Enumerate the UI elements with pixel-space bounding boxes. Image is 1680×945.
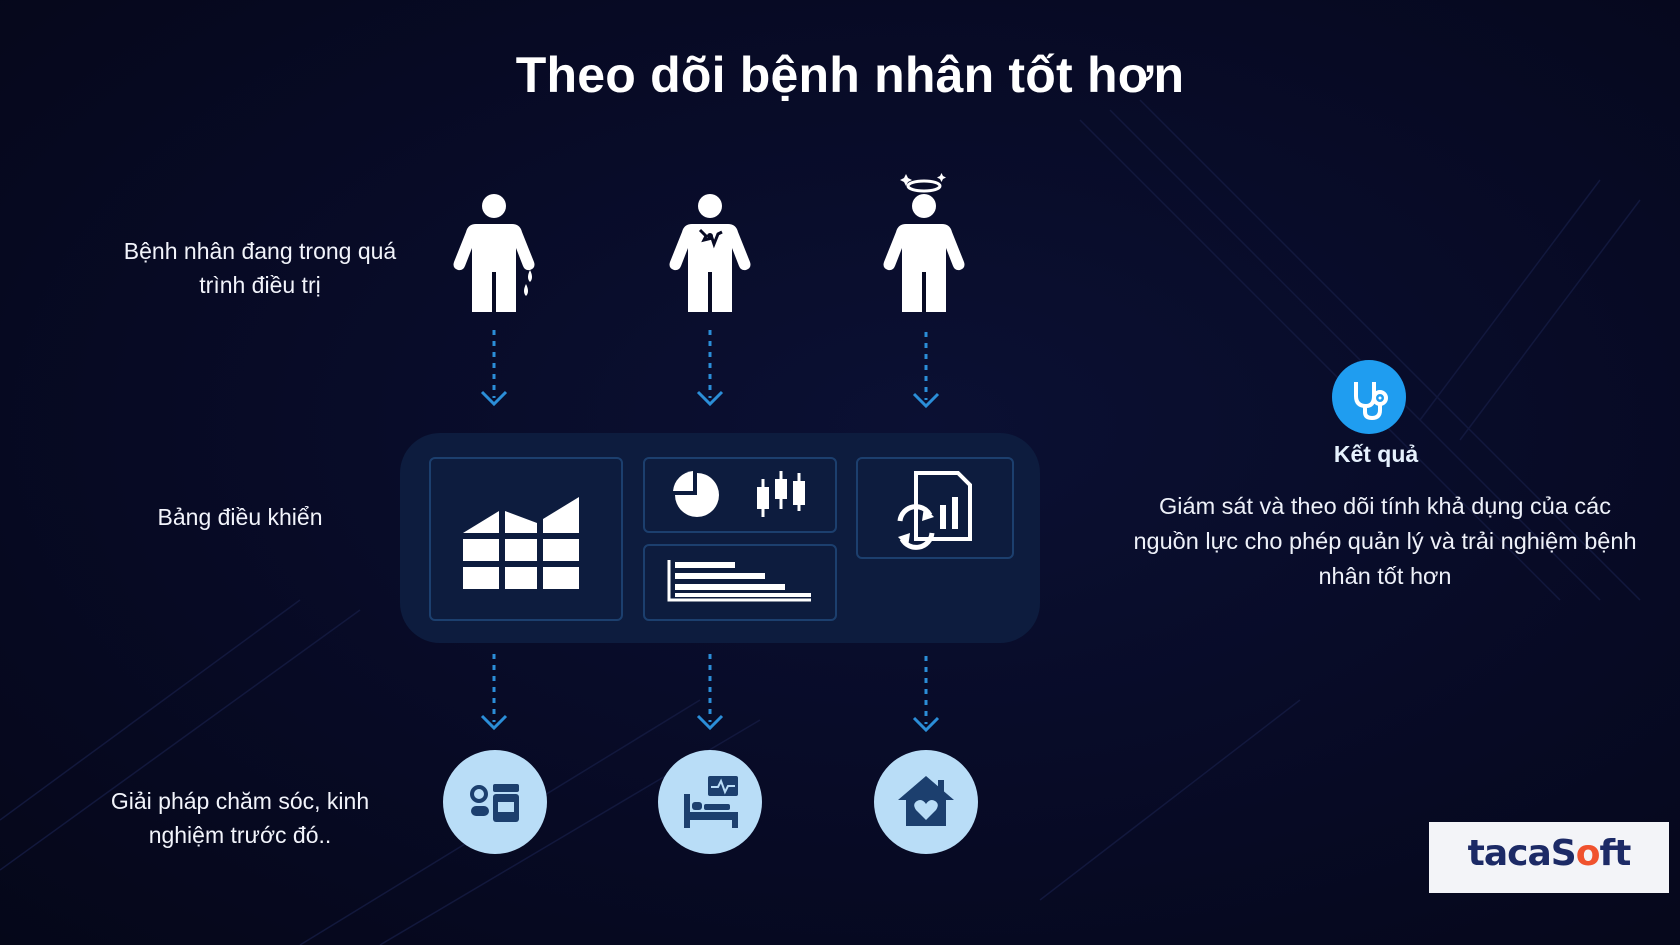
row-label-patients: Bệnh nhân đang trong quá trình điều trị [123,238,397,298]
arrow-down-icon [696,654,724,731]
person-dizzy-icon [883,173,965,312]
dashboard-tile [643,544,837,621]
dashboard-tile [856,457,1014,559]
care-solution-medication [443,750,547,854]
row-label-dashboard: Bảng điều khiển [157,504,323,530]
care-solution-home [874,750,978,854]
horizontal-bar-chart-icon [667,560,811,602]
arrow-down-icon [480,654,508,731]
arrow-down-icon [912,332,940,409]
report-refresh-icon [897,471,972,550]
hospital-bed-monitor-icon [684,776,738,828]
dashboard-tile [643,457,837,533]
care-solution-hospital-bed [658,750,762,854]
dashboard-panel [400,433,1040,643]
pie-candlestick-chart-icon [673,471,805,517]
stethoscope-icon [1354,382,1388,421]
result-badge [1332,360,1406,434]
result-label: Kết quả [1333,441,1419,467]
result-description: Giám sát và theo dõi tính khả dụng của c… [1133,493,1637,589]
arrow-down-icon [696,330,724,407]
dashboard-tile [429,457,623,621]
home-heart-icon [898,776,954,826]
logo-wordmark: tacaSoft [1467,833,1632,874]
medication-icon [470,784,519,822]
person-chest-pain-icon [669,194,751,312]
arrow-down-icon [912,656,940,733]
arrow-down-icon [480,330,508,407]
row-label-care: Giải pháp chăm sóc, kinh nghiệm trước đó… [110,788,370,848]
grid-bar-chart-icon [463,497,579,589]
person-bleeding-icon [453,194,535,312]
tacasoft-logo: tacaSoft [1429,822,1669,893]
page-title: Theo dõi bệnh nhân tốt hơn [515,47,1185,103]
